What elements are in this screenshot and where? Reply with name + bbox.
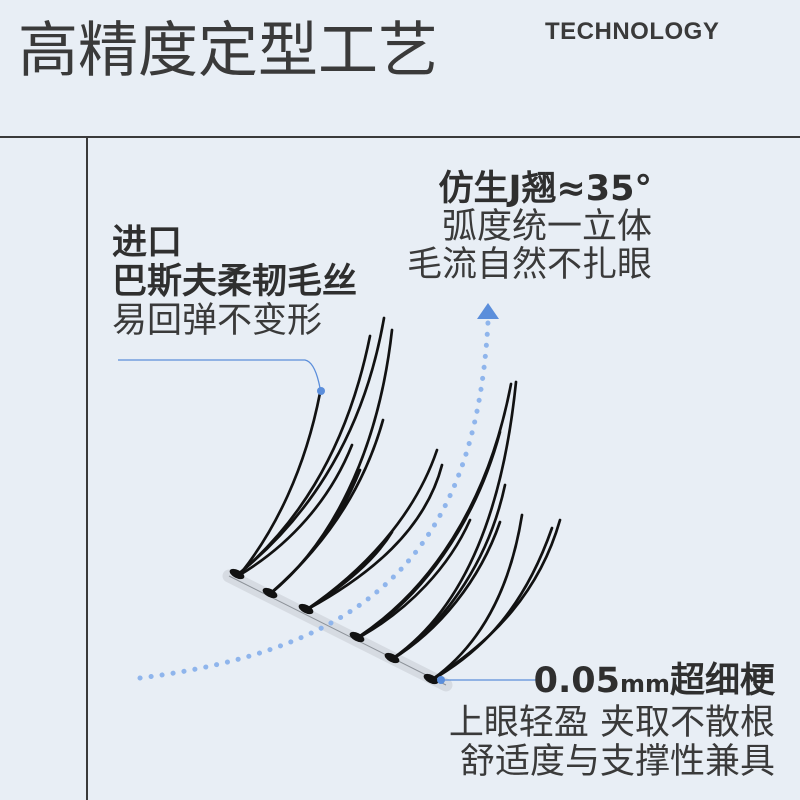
stem-label: 超细梗 (669, 661, 775, 701)
lash-knot (229, 568, 245, 580)
lash-knot (262, 587, 278, 599)
lash-strands (235, 316, 562, 683)
lash-knot (349, 631, 365, 643)
material-leader-dot (317, 387, 325, 395)
curl-arrow (137, 303, 499, 681)
lash-strand (236, 443, 354, 578)
vertical-divider (86, 137, 88, 800)
lash-knot (423, 673, 439, 685)
page-title: 高精度定型工艺 (18, 16, 438, 86)
lash-strand (235, 316, 386, 577)
curl-title: 仿生J翘≈35° (438, 169, 652, 209)
technology-label: TECHNOLOGY (545, 18, 720, 45)
lash-strand (267, 468, 362, 597)
stem-benefit-2: 舒适度与支撑性兼具 (459, 742, 775, 782)
lash-strand (354, 518, 472, 641)
lash-strand (428, 526, 554, 683)
stem-title: 0.05mm超细梗 (449, 662, 775, 704)
lash-strand (355, 382, 513, 640)
lash-strand (431, 513, 524, 681)
material-origin: 进口 (112, 223, 183, 263)
lash-strand (390, 380, 518, 661)
lash-strand (357, 430, 502, 639)
stem-benefit-1: 上眼轻盈 夹取不散根 (448, 703, 775, 743)
arrow-up-icon (477, 303, 499, 319)
lash-knot (384, 652, 400, 664)
callout-leaders (118, 359, 538, 684)
material-callout: 进口 巴斯夫柔韧毛丝 易回弹不变形 (112, 224, 357, 341)
curl-benefit-2: 毛流自然不扎眼 (406, 245, 652, 285)
material-benefit: 易回弹不变形 (112, 301, 323, 341)
material-leader-line (118, 359, 321, 389)
stem-leader-dot (437, 676, 445, 684)
stem-value: 0.05 (533, 661, 620, 701)
lash-strand (238, 334, 372, 575)
curl-callout: 仿生J翘≈35° 弧度统一立体 毛流自然不扎眼 (407, 170, 652, 284)
stem-callout: 0.05mm超细梗 上眼轻盈 夹取不散根 舒适度与支撑性兼具 (449, 662, 775, 782)
lash-strand (239, 391, 322, 575)
lash-strand (306, 463, 444, 611)
lash-strand (392, 483, 507, 660)
stem-unit: mm (619, 670, 670, 698)
material-name: 巴斯夫柔韧毛丝 (112, 262, 358, 302)
lash-strand (389, 520, 502, 662)
curl-benefit-1: 弧度统一立体 (441, 207, 652, 247)
lash-knots (229, 568, 439, 685)
curl-arrow-dots (137, 319, 491, 681)
lash-strand (303, 530, 394, 613)
horizontal-divider (0, 136, 800, 138)
lash-knot (298, 603, 314, 615)
